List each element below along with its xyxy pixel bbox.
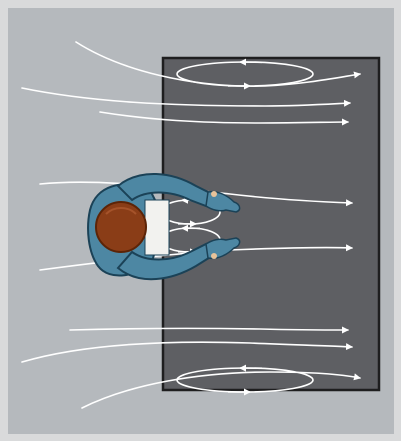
person-head — [96, 202, 146, 252]
wrist-lower — [211, 253, 217, 259]
paper-sheet — [145, 200, 169, 255]
wrist-upper — [211, 191, 217, 197]
